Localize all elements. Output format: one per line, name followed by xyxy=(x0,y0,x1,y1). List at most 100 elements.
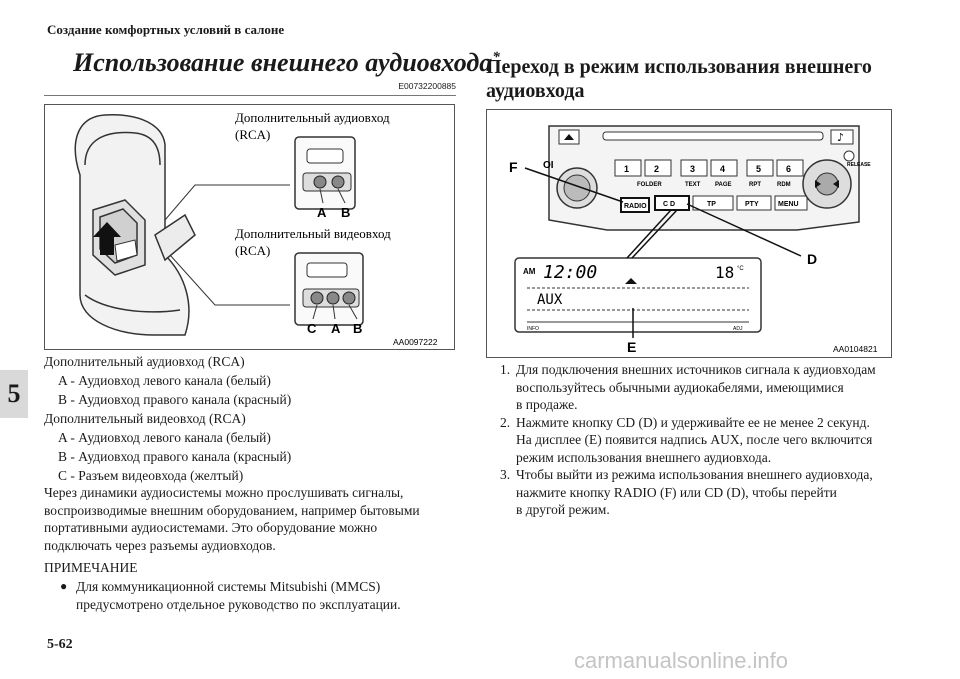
watermark: carmanualsonline.info xyxy=(574,648,789,673)
audio-jack-a-label: A xyxy=(317,205,327,220)
note-line: предусмотрено отдельное руководство по э… xyxy=(76,596,401,612)
body-line: Через динамики аудиосистемы можно прослу… xyxy=(44,485,404,500)
video-jack-panel xyxy=(294,252,364,326)
preset-1: 1 xyxy=(624,164,629,174)
preset-6: 6 xyxy=(786,164,791,174)
title-right-line2: аудиовхода xyxy=(486,80,585,102)
tp-button-label: TP xyxy=(707,201,716,208)
page-number: 5-62 xyxy=(47,637,73,652)
display-am: AM xyxy=(523,267,536,276)
eject-icon xyxy=(558,129,580,145)
step-line: в продаже. xyxy=(516,397,578,412)
head-unit-illustration: ♪ OI 1 2 3 4 5 6 FOLDER TEXT PAGE RPT xyxy=(509,125,878,355)
body-line: портативными аудиосистемами. Это оборудо… xyxy=(44,520,378,535)
title-rule xyxy=(44,95,456,96)
display-time: 12:00 xyxy=(543,262,597,283)
section-title-right: Переход в режим использования внешнего а… xyxy=(486,55,906,103)
label-rdm: RDM xyxy=(777,182,791,188)
callout-lines xyxy=(164,184,290,306)
section-title-left: Использование внешнего аудиовхода* xyxy=(73,48,500,78)
label-audio-input: Дополнительный аудиовход xyxy=(235,110,390,125)
title-right-line1: Переход в режим использования внешнего xyxy=(486,56,872,78)
step-3: 3. Чтобы выйти из режима использования в… xyxy=(500,466,900,519)
running-header: Создание комфортных условий в салоне xyxy=(47,22,285,37)
bullet-icon: ● xyxy=(60,579,68,593)
pty-button-label: PTY xyxy=(745,201,759,208)
note-item: ● Для коммуникационной системы Mitsubish… xyxy=(60,578,455,613)
title-asterisk: * xyxy=(492,49,500,66)
caption-video-c: C - Разъем видеовхода (желтый) xyxy=(58,468,244,483)
step-line: Для подключения внешних источников сигна… xyxy=(516,362,876,377)
display-temp-unit: °C xyxy=(737,266,744,272)
label-page: PAGE xyxy=(715,182,732,188)
step-line: режим использования внешнего аудиовхода. xyxy=(516,449,772,465)
step-line: в другой режим. xyxy=(516,502,610,517)
caption-audio-a: A - Аудиовход левого канала (белый) xyxy=(58,373,271,388)
leader-lines xyxy=(524,167,802,338)
preset-2: 2 xyxy=(654,164,659,174)
callout-f: F xyxy=(509,159,518,175)
label-video-input: Дополнительный видеовход xyxy=(235,226,391,241)
step-line: нажмите кнопку RADIO (F) или CD (D), что… xyxy=(516,484,837,500)
armrest-drawing xyxy=(74,114,196,336)
display-aux: AUX xyxy=(537,292,563,308)
console-illustration: Дополнительный аудиовход (RCA) Дополните… xyxy=(74,110,438,347)
svg-text:♪: ♪ xyxy=(837,131,844,144)
preset-4: 4 xyxy=(720,164,725,174)
display-panel: AM 12:00 18 °C AUX INFO ADJ xyxy=(514,257,762,333)
callout-d: D xyxy=(807,251,817,267)
procedure-steps: 1. Для подключения внешних источников си… xyxy=(500,361,900,519)
display-info: INFO xyxy=(527,326,539,332)
section-code: E00732200885 xyxy=(398,81,456,91)
display-arrow-icon xyxy=(625,278,637,284)
step-line: воспользуйтесь обычными аудиокабелями, и… xyxy=(516,379,844,395)
function-buttons: RADIO C D TP PTY MENU xyxy=(620,195,808,213)
step-line: Нажмите кнопку CD (D) и удерживайте ее н… xyxy=(516,414,870,430)
step-number: 3. xyxy=(500,467,511,482)
tune-knob: RELEASE xyxy=(802,150,871,209)
menu-button-label: MENU xyxy=(778,201,799,208)
label-audio-rca: (RCA) xyxy=(235,127,270,142)
title-text: Использование внешнего аудиовхода xyxy=(73,48,493,77)
video-jack-b-label: B xyxy=(353,321,362,336)
preset-sub-labels: FOLDER TEXT PAGE RPT RDM xyxy=(637,182,791,188)
audio-jack-b-label: B xyxy=(341,205,350,220)
video-jack-a-label: A xyxy=(331,321,341,336)
body-paragraph-left: Через динамики аудиосистемы можно прослу… xyxy=(44,484,456,554)
step-number: 1. xyxy=(500,362,511,377)
caption-audio-b: B - Аудиовход правого канала (красный) xyxy=(58,392,292,407)
callout-e: E xyxy=(627,339,636,355)
figure-aux-jacks: Дополнительный аудиовход (RCA) Дополните… xyxy=(44,104,455,350)
music-note-icon: ♪ xyxy=(830,129,854,145)
label-rpt: RPT xyxy=(749,182,761,188)
step-line: Чтобы выйти из режима использования внеш… xyxy=(516,467,873,482)
caption-video-b: B - Аудиовход правого канала (красный) xyxy=(58,449,292,464)
audio-jack-panel xyxy=(294,136,356,210)
step-line: На дисплее (E) появится надпись AUX, пос… xyxy=(516,432,873,447)
figure-caption-left: Дополнительный аудиовход (RCA) A - Аудио… xyxy=(44,352,454,485)
figure-audio-head-unit: ♪ OI 1 2 3 4 5 6 FOLDER TEXT PAGE RPT xyxy=(486,109,892,358)
figure-code-left: AA0097222 xyxy=(393,337,438,347)
note-body: ● Для коммуникационной системы Mitsubish… xyxy=(60,578,455,613)
note-title: ПРИМЕЧАНИЕ xyxy=(44,560,138,575)
figure-code-right: AA0104821 xyxy=(833,344,878,354)
video-jack-c-label: C xyxy=(307,321,317,336)
chapter-tab: 5 xyxy=(0,370,28,418)
volume-knob: OI xyxy=(543,160,598,209)
caption-video-heading: Дополнительный видеовход (RCA) xyxy=(44,411,246,426)
display-adj: ADJ xyxy=(733,326,743,332)
release-label: RELEASE xyxy=(847,162,871,168)
note-line: Для коммуникационной системы Mitsubishi … xyxy=(76,579,381,594)
body-line: подключать через разъемы аудиовходов. xyxy=(44,537,276,553)
insert-arrow xyxy=(93,222,138,262)
step-number: 2. xyxy=(500,414,511,430)
label-folder: FOLDER xyxy=(637,182,662,188)
body-line: воспроизводимые внешним оборудованием, н… xyxy=(44,502,420,518)
label-video-rca: (RCA) xyxy=(235,243,270,258)
radio-button-label: RADIO xyxy=(624,203,647,210)
step-1: 1. Для подключения внешних источников си… xyxy=(500,361,900,414)
label-text: TEXT xyxy=(685,182,701,188)
preset-3: 3 xyxy=(690,164,695,174)
cd-button-label: C D xyxy=(663,201,675,208)
caption-audio-heading: Дополнительный аудиовход (RCA) xyxy=(44,354,245,369)
